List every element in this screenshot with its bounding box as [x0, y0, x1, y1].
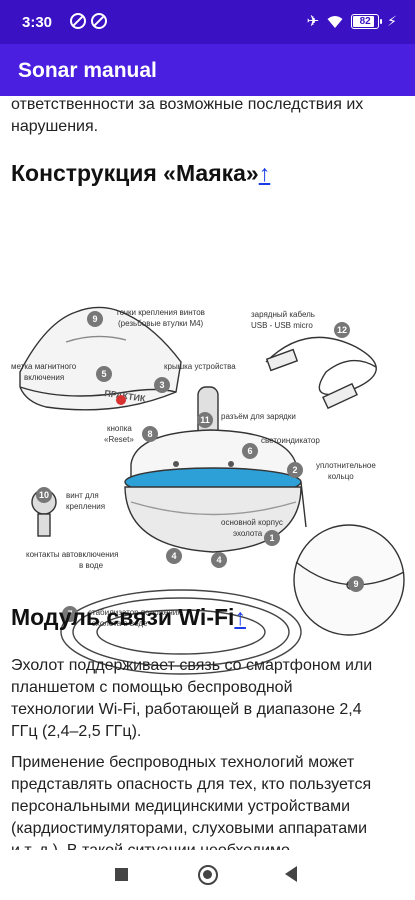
label-5: метка магнитного [11, 362, 77, 371]
label-12b: USB - USB micro [251, 321, 313, 330]
callout-9: 9 [92, 314, 97, 324]
label-8b: «Reset» [104, 435, 134, 444]
label-10b: крепления [66, 502, 105, 511]
battery-icon: 82 [351, 14, 383, 29]
label-8: кнопка [107, 424, 132, 433]
label-10: винт для [66, 491, 99, 500]
paragraph-line: представлять опасность для тех, кто поль… [11, 776, 372, 793]
callout-4: 4 [171, 551, 176, 561]
contact-zoom-circle [293, 481, 405, 636]
callout-12: 12 [337, 325, 347, 335]
callout-1: 1 [269, 533, 274, 543]
label-3: крышка устройства [164, 362, 236, 371]
label-2b: кольцо [328, 472, 354, 481]
callout-10: 10 [39, 490, 49, 500]
battery-fill [353, 16, 375, 27]
manual-content[interactable]: ответственности за возможные последствия… [0, 96, 415, 850]
status-system-icons: ✈ 82 ⚡ [307, 13, 397, 30]
label-9: точки крепления винтов [116, 308, 205, 317]
battery-level: 82 [359, 16, 371, 27]
device-construction-diagram: ПРАКТИК [11, 306, 405, 675]
paragraph-line: Эхолот поддерживает связь со смартфоном … [11, 657, 373, 674]
notification-ring-icon [91, 13, 107, 29]
label-1: основной корпус [221, 518, 283, 527]
callout-6: 6 [247, 446, 252, 456]
paragraph-line: персональными медицинскими устройствами [11, 798, 351, 815]
home-circle-icon[interactable] [198, 865, 218, 885]
callout-8: 8 [147, 429, 152, 439]
label-11: разъём для зарядки [221, 412, 296, 421]
callout-5: 5 [101, 369, 106, 379]
usb-cable [265, 336, 377, 410]
label-6: светоиндикатор [261, 436, 320, 445]
magnetic-mark-dot [116, 395, 126, 405]
notification-ring-icon [70, 13, 86, 29]
section-heading-construction: Конструкция «Маяка»↑ [11, 160, 270, 187]
label-4: контакты автовключения [26, 550, 118, 559]
app-title: Sonar manual [18, 59, 157, 82]
status-time: 3:30 [22, 14, 53, 31]
callout-7: 7 [67, 609, 72, 619]
callout-9b: 9 [353, 579, 358, 589]
paragraph-line: (кардиостимуляторами, слуховыми аппарата… [11, 820, 368, 837]
device-cover [19, 306, 182, 411]
label-7: стабилизатор положения [88, 608, 182, 617]
label-12: зарядный кабель [251, 310, 315, 319]
status-notification-icons [70, 13, 107, 29]
back-triangle-icon[interactable] [285, 866, 297, 882]
stabilizer-ring [60, 589, 302, 675]
callout-3: 3 [159, 380, 164, 390]
label-7b: эхолота в воде [92, 619, 148, 628]
airplane-mode-icon: ✈ [306, 12, 320, 30]
label-9b: (резьбовые втулки М4) [118, 319, 204, 328]
app-bar: Sonar manual [0, 44, 415, 96]
paragraph-line: технологии Wi-Fi, работающей в диапазоне… [11, 701, 362, 718]
main-body [124, 386, 302, 553]
label-4b: в воде [79, 561, 104, 570]
paragraph-line: планшетом с помощью беспроводной [11, 679, 293, 696]
section-heading-wifi: Модуль связи Wi-Fi↑ [11, 604, 246, 631]
section-title: Модуль связи Wi-Fi [11, 604, 235, 630]
scroll-up-link[interactable]: ↑ [258, 160, 271, 186]
paragraph-line: ГГц (2,4–2,5 ГГц). [11, 723, 142, 740]
label-1b: эхолота [233, 529, 263, 538]
paragraph-line: Применение беспроводных технологий может [11, 754, 355, 771]
recents-square-icon[interactable] [115, 868, 128, 881]
wifi-icon [327, 15, 343, 28]
scroll-up-link[interactable]: ↑ [234, 604, 246, 630]
status-bar: 3:30 ✈ 82 ⚡ [0, 0, 415, 44]
label-5b: включения [24, 373, 64, 382]
intro-paragraph: ответственности за возможные последствия… [11, 96, 364, 135]
callout-4b: 4 [216, 555, 221, 565]
paragraph-line: и т. д.). В такой ситуации необходимо [11, 840, 407, 850]
charging-bolt-icon: ⚡ [387, 13, 397, 29]
label-2: уплотнительное [316, 461, 376, 470]
callout-2: 2 [292, 465, 297, 475]
system-nav-bar [0, 850, 415, 900]
callout-11: 11 [200, 415, 210, 425]
section-title: Конструкция «Маяка» [11, 160, 259, 186]
